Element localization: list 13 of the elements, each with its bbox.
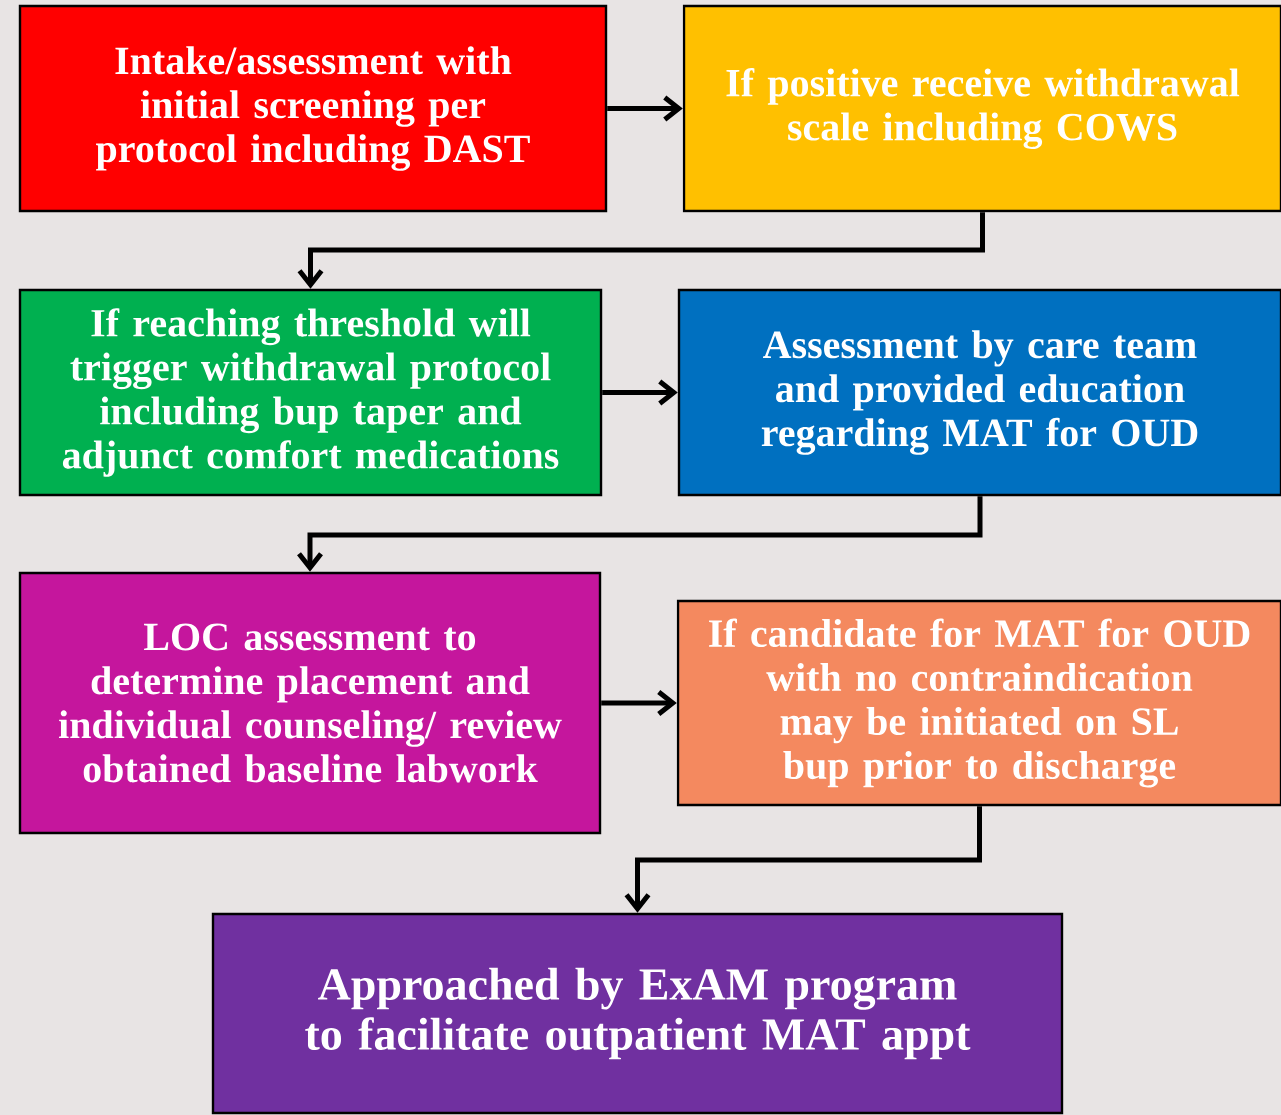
process-box: If candidate for MAT for OUD with no contraindication may be initiated on SL bup prior to discharge [676,599,1281,807]
process-box: Intake/assessment with initial screening per protocol including DAST [18,4,608,213]
arrow [624,806,982,913]
arrow [607,95,683,122]
process-box: If reaching threshold will trigger withdrawal protocol including bup taper and adjunct comfort medications [18,288,603,497]
arrow [601,690,677,716]
process-box: LOC assessment to determine placement and individual counseling/ review obtained baseline labwork [18,571,602,835]
process-box: Approached by ExAM program to facilitate outpatient MAT appt [211,912,1064,1115]
process-box: If positive receive withdrawal scale including COWS [682,4,1281,213]
arrow [297,212,985,289]
arrow [602,379,678,406]
arrow [297,496,983,572]
process-box: Assessment by care team and provided education regarding MAT for OUD [677,288,1281,497]
